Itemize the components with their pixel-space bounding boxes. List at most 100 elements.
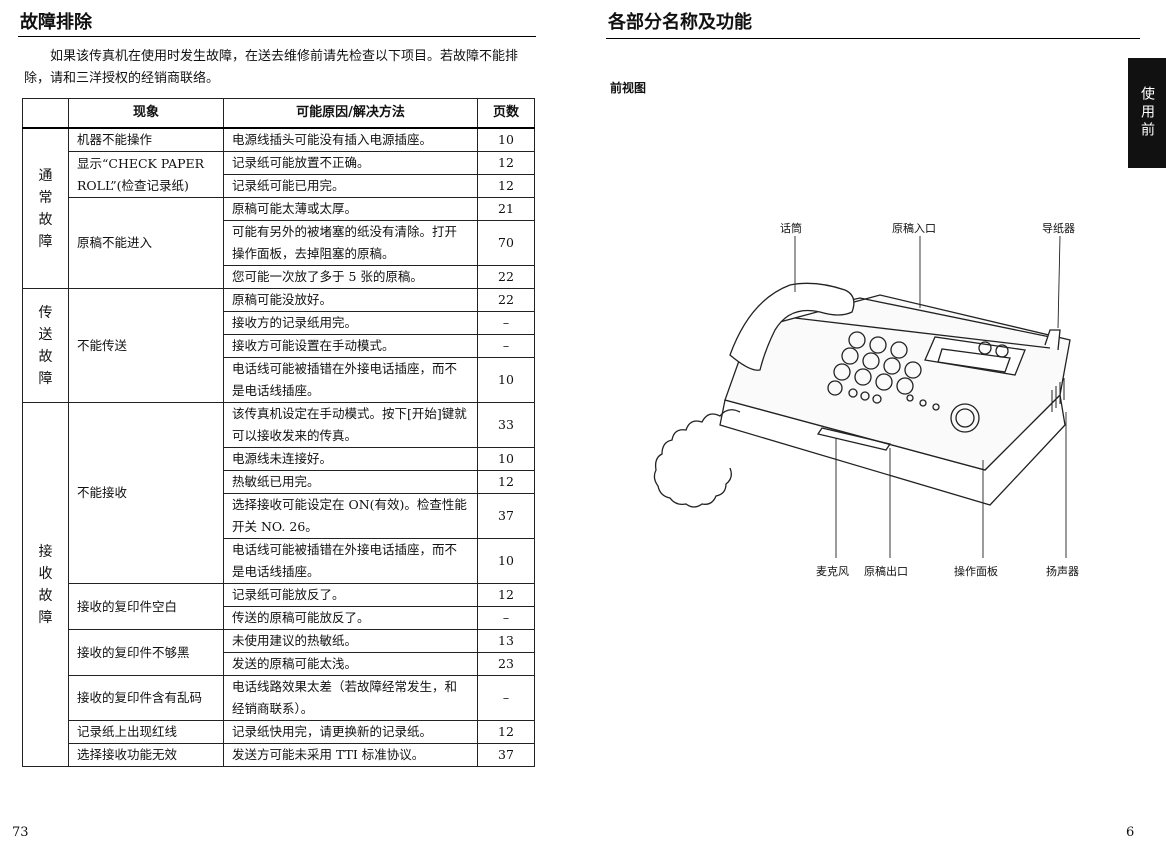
symptom-cell: 记录纸上出现红线 [68,720,224,744]
cause-cell: 热敏纸已用完。 [223,470,478,494]
symptom-cell: 选择接收功能无效 [68,743,224,767]
header-category [22,98,69,129]
table-row: 接收方的记录纸用完。 – [23,311,535,335]
cause-cell: 传送的原稿可能放反了。 [223,606,478,630]
cause-cell: 接收方可能设置在手动模式。 [223,334,478,358]
symptom-cell: 显示“CHECK PAPER ROLL”(检查记录纸) [68,151,224,198]
table-row: 电源线未连接好。 10 [23,447,535,471]
page-cell: 22 [477,288,535,312]
header-page: 页数 [477,98,535,129]
header-cause: 可能原因/解决方法 [223,98,478,129]
dial-knob [950,403,980,433]
label-paper-guide: 导纸器 [1042,222,1075,235]
table-row: 传送的原稿可能放反了。 – [23,606,535,630]
label-document-outlet: 原稿出口 [864,565,908,578]
page-cell: – [477,334,535,358]
page-cell: 70 [477,220,535,266]
header-symptom: 现象 [68,98,224,129]
right-page: 各部分名称及功能 前视图 使用前 [590,0,1166,862]
label-handset: 话筒 [780,222,802,235]
table-row: 通常故障 机器不能操作 电源线插头可能没有插入电源插座。 10 [22,127,535,289]
symptom-cell: 不能接收 [68,402,224,584]
cause-cell: 电话线路效果太差（若故障经常发生，和经销商联系）。 [223,675,478,721]
symptom-cell: 原稿不能进入 [68,197,224,289]
label-operation-panel: 操作面板 [954,565,998,578]
page-cell: 12 [477,151,535,175]
table-row: 电话线可能被插错在外接电话插座，而不是电话线插座。 10 [23,357,535,403]
page-cell: 21 [477,197,535,221]
page-cell: 23 [477,652,535,676]
title-rule [606,38,1140,39]
page-cell: 33 [477,402,535,448]
page-number-left: 73 [12,825,29,840]
title-rule [18,36,536,37]
table-row: 发送的原稿可能太浅。 23 [23,652,535,676]
table-row: 可能有另外的被堵塞的纸没有清除。打开操作面板，去掉阻塞的原稿。 70 [23,220,535,266]
fax-machine-illustration [653,235,1071,558]
table-row: 接收的复印件含有乱码 电话线路效果太差（若故障经常发生，和经销商联系）。 – [23,675,535,721]
table-row: 接收的复印件空白 记录纸可能放反了。 12 [23,583,535,630]
table-header-row: 现象 可能原因/解决方法 页数 [22,98,535,129]
label-microphone: 麦克风 [816,565,849,578]
table-row: 记录纸可能已用完。 12 [23,174,535,198]
page-cell: 10 [477,357,535,403]
symptom-cell: 机器不能操作 [68,127,224,152]
cause-cell: 发送的原稿可能太浅。 [223,652,478,676]
page-number-right: 6 [1126,825,1135,840]
cause-cell: 电话线可能被插错在外接电话插座，而不是电话线插座。 [223,538,478,584]
left-page: 故障排除 如果该传真机在使用时发生故障，在送去维修前请先检查以下项目。若故障不能… [0,0,560,862]
page-title: 故障排除 [20,12,92,33]
speaker-grille [1051,378,1065,412]
cause-cell: 接收方的记录纸用完。 [223,311,478,335]
symptom-cell: 接收的复印件含有乱码 [68,675,224,721]
cause-cell: 记录纸可能放反了。 [223,583,478,607]
page-cell: 37 [477,493,535,539]
symptom-cell: 接收的复印件空白 [68,583,224,630]
table-row: 热敏纸已用完。 12 [23,470,535,494]
page-cell: – [477,606,535,630]
table-row: 传送故障 不能传送 原稿可能没放好。 22 [22,288,535,403]
cause-cell: 记录纸可能放置不正确。 [223,151,478,175]
cause-cell: 电话线可能被插错在外接电话插座，而不是电话线插座。 [223,357,478,403]
page-cell: 10 [477,127,535,152]
label-speaker: 扬声器 [1046,565,1079,578]
table-row: 选择接收可能设定在 ON(有效)。检查性能开关 NO. 26。 37 [23,493,535,539]
table-row: 接收故障 不能接收 该传真机设定在手动模式。按下[开始]键就可以接收发来的传真。… [22,402,535,767]
cause-cell: 记录纸可能已用完。 [223,174,478,198]
cause-cell: 可能有另外的被堵塞的纸没有清除。打开操作面板，去掉阻塞的原稿。 [223,220,478,266]
page-cell: 12 [477,720,535,744]
table-row: 显示“CHECK PAPER ROLL”(检查记录纸) 记录纸可能放置不正确。 … [23,151,535,198]
page-cell: 12 [477,470,535,494]
side-tab: 使用前 [1128,58,1166,168]
page-cell: 37 [477,743,535,767]
page-cell: 13 [477,629,535,653]
cause-cell: 原稿可能没放好。 [223,288,478,312]
troubleshooting-table: 现象 可能原因/解决方法 页数 通常故障 机器不能操作 电源线插头可能没有插入电… [22,98,535,767]
label-document-inlet: 原稿入口 [892,222,936,235]
category-receive: 接收故障 [22,402,69,767]
table-row: 选择接收功能无效 发送方可能未采用 TTI 标准协议。 37 [23,743,535,767]
cause-cell: 发送方可能未采用 TTI 标准协议。 [223,743,478,767]
category-general: 通常故障 [22,127,69,289]
intro-paragraph: 如果该传真机在使用时发生故障，在送去维修前请先检查以下项目。若故障不能排除，请和… [24,49,519,86]
page-cell: 22 [477,265,535,289]
page-cell: 10 [477,447,535,471]
symptom-cell: 不能传送 [68,288,224,403]
cause-cell: 电源线未连接好。 [223,447,478,471]
section-subtitle: 前视图 [610,81,647,95]
category-send: 传送故障 [22,288,69,403]
page-cell: 12 [477,174,535,198]
page-cell: – [477,311,535,335]
table-row: 记录纸上出现红线 记录纸快用完，请更换新的记录纸。 12 [23,720,535,744]
coiled-cord [653,409,741,508]
keypad [827,331,922,404]
cause-cell: 电源线插头可能没有插入电源插座。 [223,127,478,152]
table-row: 接收方可能设置在手动模式。 – [23,334,535,358]
table-row: 原稿不能进入 原稿可能太薄或太厚。 21 [23,197,535,289]
cause-cell: 该传真机设定在手动模式。按下[开始]键就可以接收发来的传真。 [223,402,478,448]
page-cell: – [477,675,535,721]
cause-cell: 选择接收可能设定在 ON(有效)。检查性能开关 NO. 26。 [223,493,478,539]
table-row: 电话线可能被插错在外接电话插座，而不是电话线插座。 10 [23,538,535,584]
page-cell: 10 [477,538,535,584]
cause-cell: 原稿可能太薄或太厚。 [223,197,478,221]
